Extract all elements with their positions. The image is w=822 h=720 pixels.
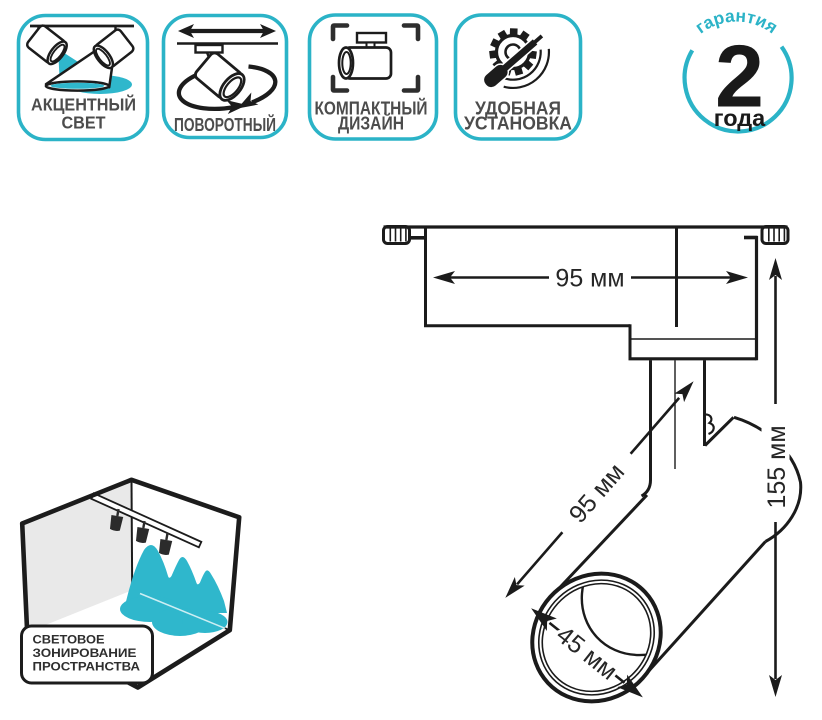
svg-text:2: 2	[715, 27, 764, 126]
svg-text:КОМПАКТНЫЙ: КОМПАКТНЫЙ	[315, 98, 428, 119]
svg-text:45 мм: 45 мм	[551, 621, 623, 686]
svg-text:ПОВОРОТНЫЙ: ПОВОРОТНЫЙ	[174, 114, 276, 135]
svg-text:АКЦЕНТНЫЙ: АКЦЕНТНЫЙ	[31, 94, 136, 115]
svg-text:ЗОНИРОВАНИЕ: ЗОНИРОВАНИЕ	[33, 646, 137, 660]
svg-text:года: года	[714, 105, 766, 131]
svg-text:СВЕТ: СВЕТ	[62, 113, 106, 133]
svg-text:95 мм: 95 мм	[555, 265, 624, 293]
svg-text:ПРОСТРАНСТВА: ПРОСТРАНСТВА	[33, 660, 141, 674]
svg-text:УСТАНОВКА: УСТАНОВКА	[464, 114, 572, 134]
svg-text:155 мм: 155 мм	[763, 425, 791, 508]
svg-text:УДОБНАЯ: УДОБНАЯ	[475, 99, 561, 119]
svg-text:СВЕТОВОЕ: СВЕТОВОЕ	[33, 633, 105, 647]
svg-text:95 мм: 95 мм	[564, 458, 630, 529]
svg-text:ДИЗАЙН: ДИЗАЙН	[338, 113, 404, 134]
